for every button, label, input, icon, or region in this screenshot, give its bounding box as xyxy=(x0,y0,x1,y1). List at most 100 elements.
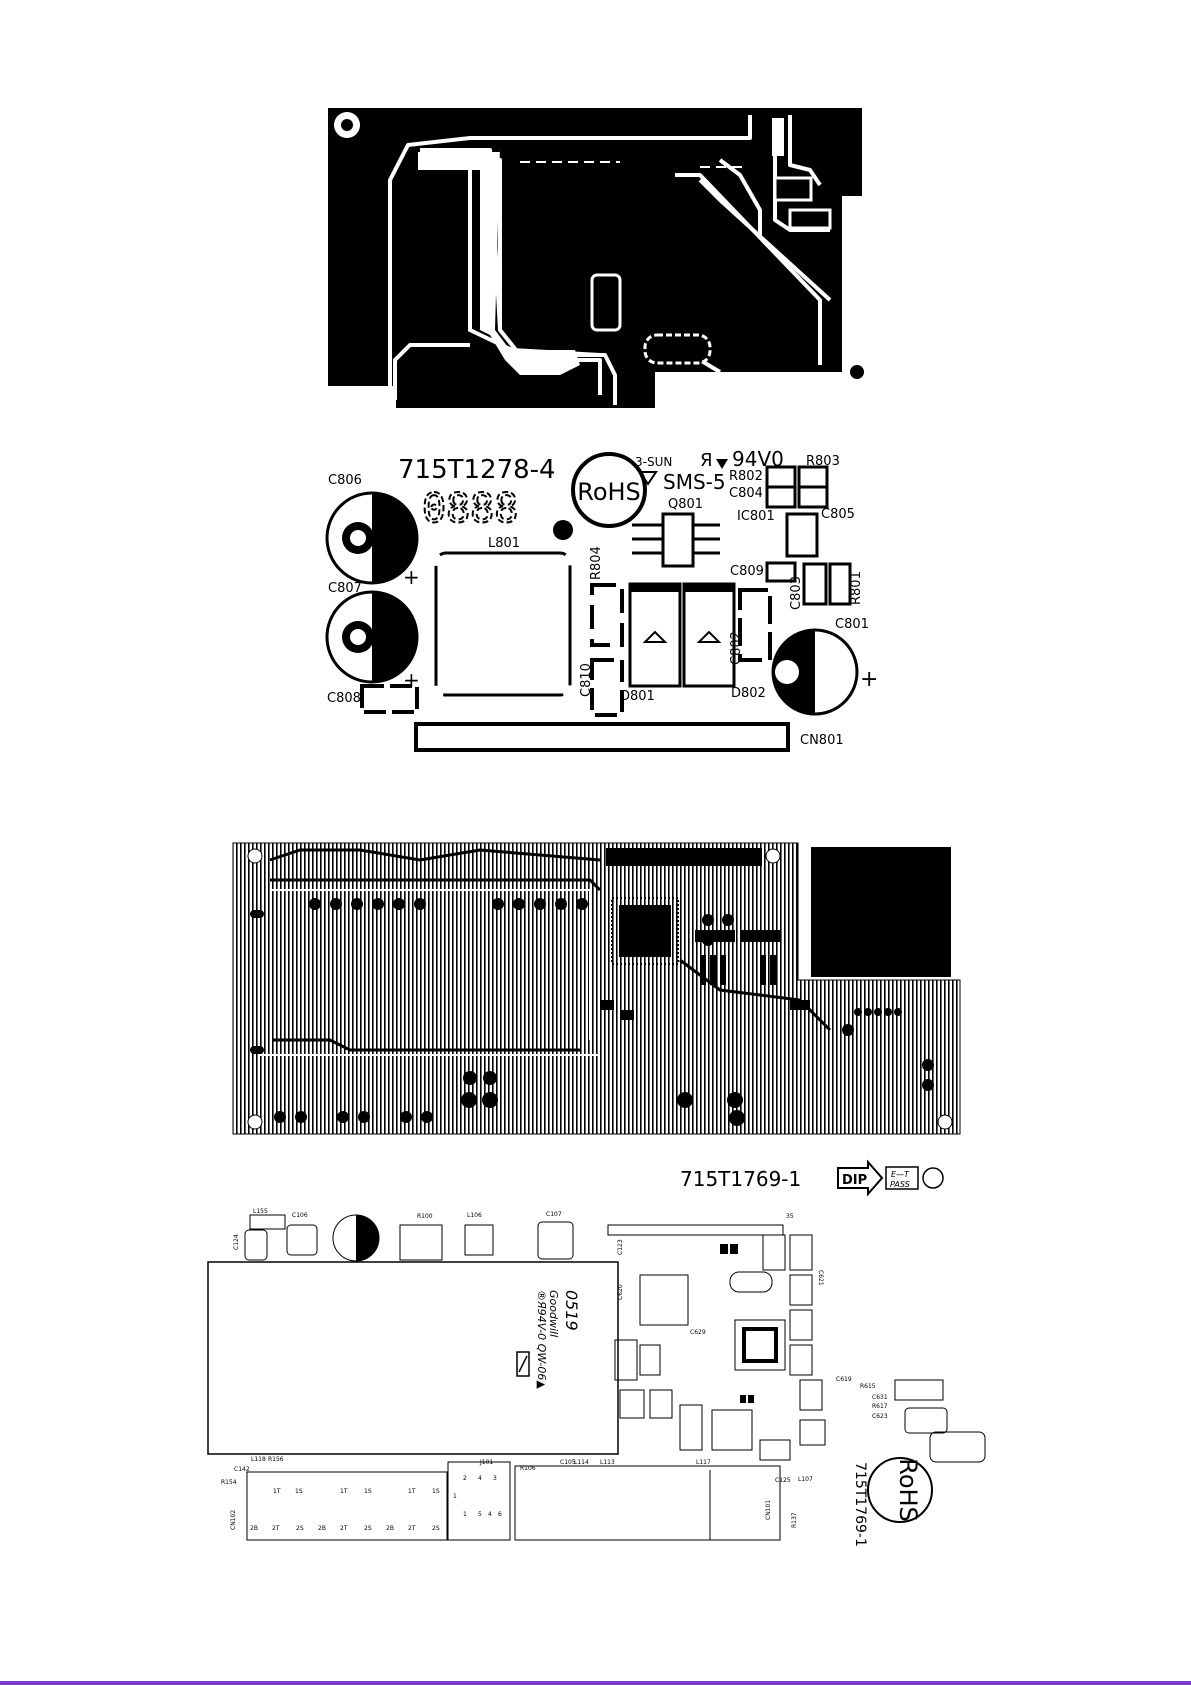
pin-label: 2B xyxy=(386,1525,394,1532)
c631-label: C631 xyxy=(872,1394,888,1401)
l118-label: L118 xyxy=(251,1456,266,1463)
pin-label: 5 xyxy=(478,1511,482,1518)
l113-label: L113 xyxy=(600,1459,615,1466)
c142-label: C142 xyxy=(234,1466,250,1473)
c804-label: C804 xyxy=(729,486,763,501)
l155-label: L155 xyxy=(253,1208,268,1215)
c806-capacitor xyxy=(325,491,419,585)
pin-label: 1S xyxy=(432,1488,440,1495)
l106-label: L106 xyxy=(467,1212,482,1219)
cn101-label: CN101 xyxy=(765,1500,772,1520)
pin-label: 1T xyxy=(340,1488,348,1495)
power-board-silkscreen: 715T1278-4 RoHS 0888 3-SUN Я 94V0 SMS-5 … xyxy=(325,447,878,752)
c809-label: C809 xyxy=(730,564,764,579)
dip-label: DIP xyxy=(842,1173,867,1188)
ic801-label: IC801 xyxy=(737,509,775,524)
r137-label: R137 xyxy=(791,1512,798,1528)
pin-label: 2T xyxy=(272,1525,280,1532)
r803-label: R803 xyxy=(806,454,840,469)
power-board-vendor: 3-SUN xyxy=(635,455,672,469)
c806-label: C806 xyxy=(328,473,362,488)
c807-capacitor xyxy=(325,590,419,684)
c803-label: C803 xyxy=(789,576,804,610)
c621-label: C621 xyxy=(817,1270,824,1286)
pin-label: 1 xyxy=(463,1511,467,1518)
c105-label: C105 xyxy=(560,1459,576,1466)
cn801-label: CN801 xyxy=(800,733,844,748)
et-pass-bottom: PASS xyxy=(890,1180,910,1189)
d802-label: D802 xyxy=(731,686,766,701)
pin-label: 3 xyxy=(493,1475,497,1482)
r615-label: R615 xyxy=(860,1383,876,1390)
power-board-part-number: 715T1278-4 xyxy=(398,455,556,485)
pin-label: 2B xyxy=(318,1525,326,1532)
pin-label: 2 xyxy=(463,1475,467,1482)
main-board-part-number: 715T1769-1 xyxy=(680,1167,801,1191)
pin-label: 1T xyxy=(273,1488,281,1495)
page-bottom-rule xyxy=(0,1681,1191,1685)
c802-label: C802 xyxy=(729,631,744,665)
dip-arrow-icon xyxy=(837,1159,884,1197)
connector-pins-bottom: 2B 2T 2S 2B 2T 2S 2B 2T 2S xyxy=(250,1525,440,1532)
r802-label: R802 xyxy=(729,469,763,484)
c807-plus: + xyxy=(403,565,420,589)
pin-label: 1T xyxy=(408,1488,416,1495)
c807-label: C807 xyxy=(328,581,362,596)
pin-label: 4 xyxy=(488,1511,492,1518)
main-board-rohs: RoHS xyxy=(894,1458,922,1522)
r100-label: R100 xyxy=(417,1213,433,1220)
power-board-copper xyxy=(328,108,864,408)
main-board-copper xyxy=(232,842,961,1135)
pin-label: 2T xyxy=(340,1525,348,1532)
c125-label: C125 xyxy=(775,1477,791,1484)
j101-pins: 2 4 3 1 5 4 6 xyxy=(463,1475,502,1518)
c619-label: C619 xyxy=(836,1376,852,1383)
pin-label: 1S xyxy=(295,1488,303,1495)
vendor-triangle-icon xyxy=(638,471,658,486)
pin-label: 6 xyxy=(498,1511,502,1518)
c801-label: C801 xyxy=(835,617,869,632)
c623-label: C623 xyxy=(872,1413,888,1420)
l107-label: L107 xyxy=(798,1476,813,1483)
pin-label: 2S xyxy=(364,1525,372,1532)
r804-label: R804 xyxy=(589,546,604,580)
pin-label: 4 xyxy=(478,1475,482,1482)
main-board-side-part-number: 715T1769-1 xyxy=(852,1462,868,1547)
c124-label: C124 xyxy=(233,1234,240,1250)
pin35-label: 35 xyxy=(786,1213,794,1220)
module-text-line-3: 0519 xyxy=(562,1290,581,1331)
power-board-ul-mark: Я xyxy=(700,450,713,471)
module-text-line-1: ®Я94V-0 QW-06▲ xyxy=(535,1290,548,1389)
c801-plus: + xyxy=(860,667,878,692)
c805-label: C805 xyxy=(821,507,855,522)
pin-label: 2T xyxy=(408,1525,416,1532)
c107-label: C107 xyxy=(546,1211,562,1218)
warning-triangle-icon xyxy=(716,459,728,469)
power-board-series: SMS-5 xyxy=(663,470,726,494)
c808-label: C808 xyxy=(327,691,361,706)
l801-label: L801 xyxy=(488,536,520,551)
c106-label: C106 xyxy=(292,1212,308,1219)
c123-label: C123 xyxy=(617,1239,624,1255)
r106-label: R106 xyxy=(520,1465,536,1472)
q801-label: Q801 xyxy=(668,497,703,512)
main-board-silkscreen: 715T1769-1 DIP E—T PASS ®Я94V-0 QW-06▲ G… xyxy=(207,1159,986,1547)
et-pass-top: E—T xyxy=(891,1170,910,1179)
l117-label: L117 xyxy=(696,1459,711,1466)
cn102-label: CN102 xyxy=(230,1510,237,1530)
pin-label: 2B xyxy=(250,1525,258,1532)
pin1-label: 1 xyxy=(453,1493,457,1500)
pin-label: 2S xyxy=(432,1525,440,1532)
power-board-datecode: 0888 xyxy=(422,486,518,532)
r154-label: R154 xyxy=(221,1479,237,1486)
c620-label: C620 xyxy=(617,1284,624,1300)
r617-label: R617 xyxy=(872,1403,888,1410)
connector-pins-top: 1T 1S 1T 1S 1T 1S xyxy=(273,1488,440,1495)
r801-label: R801 xyxy=(849,571,864,605)
pin-label: 2S xyxy=(296,1525,304,1532)
l114-label: L114 xyxy=(574,1459,589,1466)
module-text-line-2: Goodwill xyxy=(547,1290,560,1337)
d801-label: D801 xyxy=(620,689,655,704)
c801-capacitor xyxy=(771,628,859,716)
c629-label: C629 xyxy=(690,1329,706,1336)
